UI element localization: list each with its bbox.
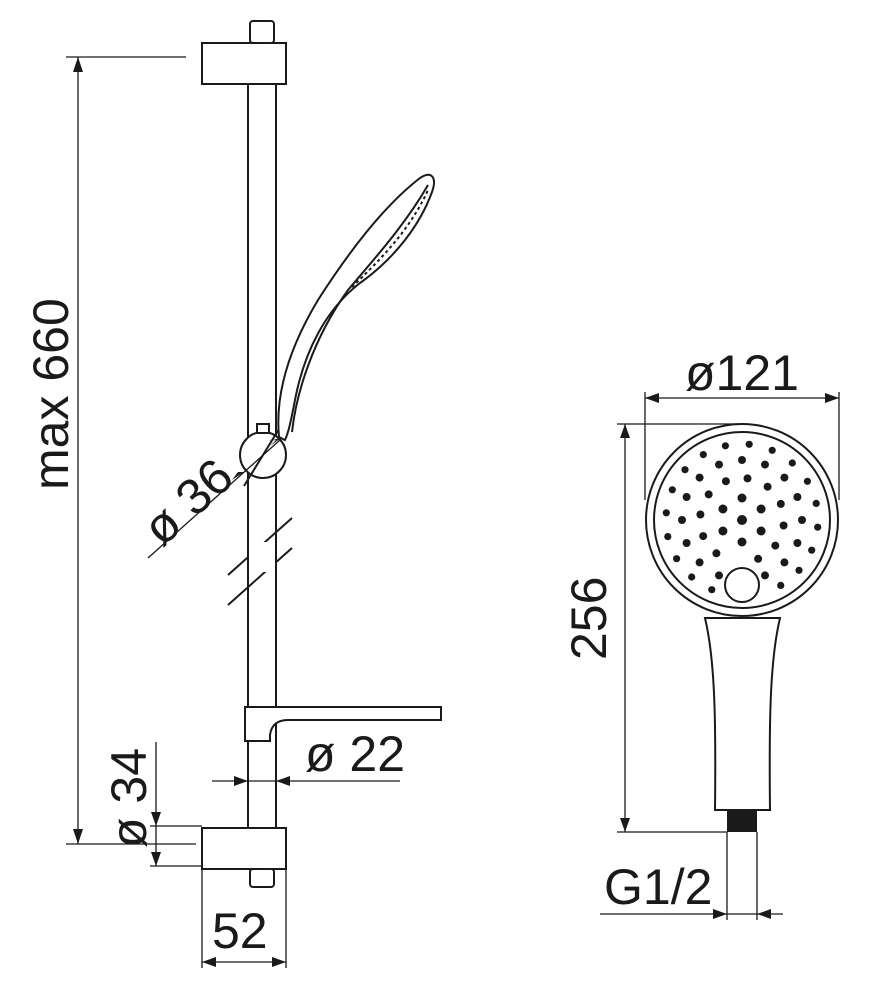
spray-nozzle: [715, 571, 723, 580]
spray-nozzle: [668, 486, 676, 494]
soap-dish: [244, 706, 442, 742]
spray-nozzle: [795, 566, 803, 574]
spray-nozzle: [737, 537, 747, 547]
dim-bracket-34: ø 34: [101, 742, 202, 867]
dim-thread: G1/2: [600, 832, 783, 920]
spray-nozzle: [682, 493, 691, 501]
label-max-660: max 660: [23, 298, 79, 490]
spray-nozzle: [780, 473, 789, 482]
spray-nozzle: [678, 516, 686, 524]
dim-max-660: max 660: [23, 56, 196, 845]
spray-nozzle: [803, 477, 812, 485]
shower-handle: [703, 617, 782, 811]
spray-nozzle: [664, 533, 672, 541]
spray-nozzle: [798, 516, 806, 524]
spray-nozzle: [763, 482, 772, 491]
break-gap: [249, 542, 275, 572]
spray-nozzle: [780, 558, 789, 567]
spray-face-side: [351, 189, 429, 288]
spray-nozzle: [699, 532, 708, 541]
spray-nozzle: [745, 440, 753, 448]
spray-nozzle: [743, 474, 752, 483]
spray-nozzle: [699, 451, 707, 459]
label-ring-36: ø 36: [132, 448, 244, 557]
spray-nozzle: [756, 504, 766, 514]
spray-nozzle: [808, 546, 816, 554]
hand-shower-side: [277, 173, 435, 442]
dim-bracket-52: 52: [201, 870, 287, 968]
spray-nozzle: [662, 509, 670, 517]
spray-nozzle: [738, 456, 746, 464]
dim-bar-22: ø 22: [212, 726, 405, 786]
spray-nozzle-center: [737, 515, 747, 525]
spray-nozzle: [721, 477, 730, 486]
top-bracket: [201, 42, 287, 85]
dim-head-121: ø121: [644, 345, 840, 500]
spray-nozzle: [688, 573, 696, 581]
spray-nozzle: [673, 555, 681, 563]
spray-nozzle: [768, 446, 776, 454]
spray-nozzle: [776, 499, 785, 508]
bottom-bracket: [201, 827, 287, 870]
spray-nozzle: [793, 493, 802, 501]
shower-head-face: [653, 431, 831, 609]
spray-nozzle: [704, 490, 713, 499]
hand-shower-front: ø121 256 G1/2: [561, 345, 840, 920]
spray-nozzle: [681, 466, 689, 474]
spray-nozzle: [718, 504, 728, 514]
slide-bar-assembly: max 660 ø 36 ø 22 ø 34: [23, 20, 442, 968]
spray-nozzle: [788, 459, 796, 467]
spray-nozzle: [793, 539, 802, 547]
spray-nozzle: [721, 442, 730, 450]
spray-nozzle: [682, 539, 691, 547]
spray-nozzle: [754, 554, 763, 563]
spray-nozzle: [695, 473, 704, 482]
label-head-121: ø121: [685, 345, 799, 401]
label-thread: G1/2: [604, 859, 712, 915]
spray-nozzle: [771, 541, 780, 550]
label-bracket-52: 52: [212, 903, 268, 959]
spray-nozzle: [812, 499, 820, 507]
spray-nozzle: [761, 571, 769, 580]
spray-nozzle: [695, 558, 704, 567]
label-bracket-34: ø 34: [101, 748, 157, 848]
spray-nozzles: [662, 440, 822, 594]
spray-nozzle: [761, 460, 769, 469]
spray-nozzle: [779, 521, 788, 530]
spray-nozzle: [708, 586, 716, 594]
spray-nozzle: [737, 493, 747, 503]
spray-nozzle: [712, 549, 721, 558]
spray-nozzle: [715, 460, 723, 469]
spray-nozzle: [718, 526, 728, 536]
dim-length-256: 256: [561, 423, 742, 833]
spray-nozzle: [756, 526, 766, 536]
selector-button: [724, 567, 760, 603]
top-cap: [249, 20, 275, 44]
label-bar-22: ø 22: [305, 726, 405, 782]
spray-nozzle: [777, 581, 785, 590]
label-length-256: 256: [561, 577, 617, 660]
spray-nozzle: [814, 523, 822, 531]
spray-nozzle: [696, 510, 705, 519]
bottom-cap: [249, 868, 275, 888]
break-line-2: [227, 547, 293, 606]
hose-connector: [727, 810, 757, 832]
